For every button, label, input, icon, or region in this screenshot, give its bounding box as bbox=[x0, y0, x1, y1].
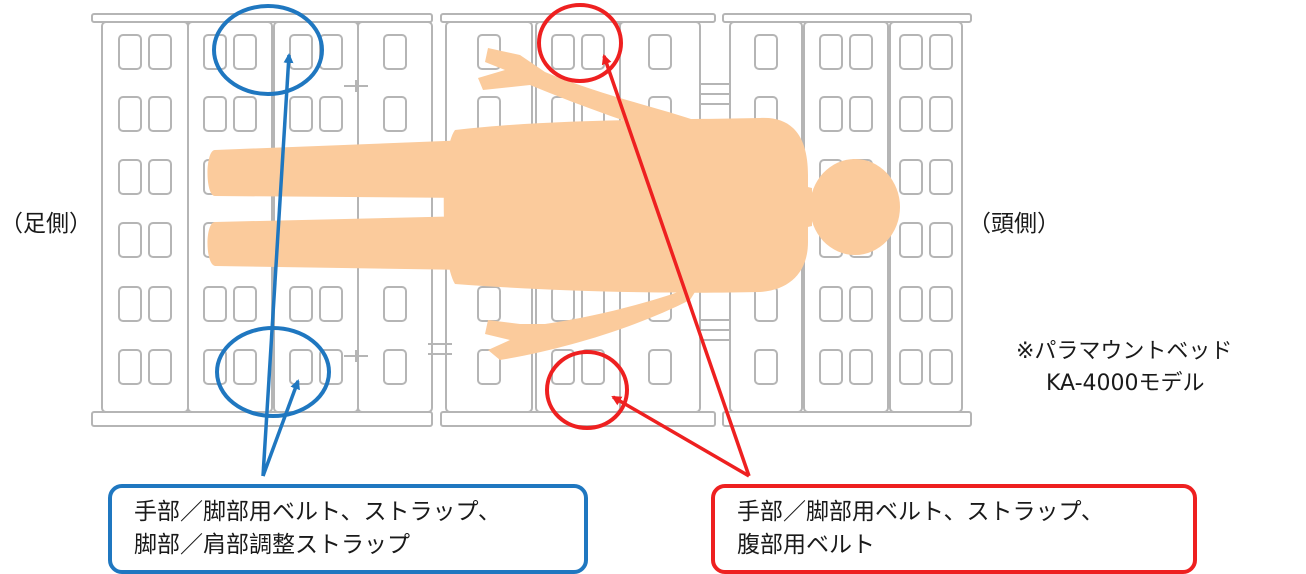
bed-diagram bbox=[91, 3, 972, 478]
bed-cushion bbox=[899, 34, 923, 70]
bed-cushion bbox=[203, 286, 227, 322]
bed-cushion bbox=[929, 96, 953, 132]
bed-cushion bbox=[319, 349, 343, 385]
bed-cushion bbox=[118, 159, 142, 195]
top-rail bbox=[440, 13, 716, 23]
bed-cushion bbox=[849, 34, 873, 70]
section-connectors bbox=[344, 80, 730, 362]
bed-cushion bbox=[118, 96, 142, 132]
model-note-line2: KA-4000モデル bbox=[1046, 371, 1205, 396]
bed-cushion bbox=[477, 96, 501, 132]
bed-cushion bbox=[551, 349, 575, 385]
bed-cushion bbox=[383, 34, 407, 70]
bed-cushion bbox=[233, 96, 257, 132]
foot-side-label: （足側） bbox=[0, 211, 92, 237]
bed-cushion bbox=[233, 349, 257, 385]
highlight-ellipse-red-top bbox=[537, 3, 623, 83]
bed-cushion bbox=[899, 349, 923, 385]
bed-cushion bbox=[929, 34, 953, 70]
bed-panel bbox=[187, 21, 273, 413]
bed-cushion bbox=[849, 349, 873, 385]
highlight-ellipse-red-bottom bbox=[545, 350, 629, 430]
bed-cushion bbox=[551, 34, 575, 70]
callout-red-line2: 腹部用ベルト bbox=[737, 532, 875, 558]
callout-blue-line1: 手部／脚部用ベルト、ストラップ、 bbox=[134, 499, 501, 525]
bed-cushion bbox=[754, 34, 778, 70]
bed-cushion bbox=[289, 34, 313, 70]
bed-cushion bbox=[203, 96, 227, 132]
bed-cushion bbox=[754, 286, 778, 322]
callout-red-line1: 手部／脚部用ベルト、ストラップ、 bbox=[737, 499, 1104, 525]
leg-lower bbox=[207, 216, 470, 270]
model-note-line1: ※パラマウントベッド bbox=[1016, 339, 1233, 364]
bed-panel bbox=[101, 21, 189, 413]
bed-cushion bbox=[319, 96, 343, 132]
bed-cushion bbox=[581, 34, 605, 70]
bed-cushion bbox=[118, 222, 142, 258]
torso-shape bbox=[443, 117, 808, 293]
bed-cushion bbox=[648, 34, 672, 70]
bed-cushion bbox=[929, 349, 953, 385]
bed-cushion bbox=[148, 159, 172, 195]
top-rail bbox=[91, 13, 433, 23]
bed-cushion bbox=[148, 96, 172, 132]
arrow-red-top bbox=[601, 54, 751, 477]
bed-cushion bbox=[929, 159, 953, 195]
bed-cushion bbox=[819, 349, 843, 385]
bed-cushion bbox=[383, 286, 407, 322]
bed-cushion bbox=[383, 349, 407, 385]
bed-cushion bbox=[148, 34, 172, 70]
callout-blue-line2: 脚部／肩部調整ストラップ bbox=[134, 532, 410, 558]
bed-cushion bbox=[148, 349, 172, 385]
head-shape bbox=[810, 159, 900, 255]
bed-cushion bbox=[849, 286, 873, 322]
bed-cushion bbox=[118, 286, 142, 322]
model-note: ※パラマウントベッド KA-4000モデル bbox=[1016, 336, 1232, 400]
bed-cushion bbox=[849, 96, 873, 132]
bed-cushion bbox=[819, 96, 843, 132]
bed-cushion bbox=[899, 286, 923, 322]
arm-lower bbox=[485, 284, 700, 360]
arrow-red-bottom bbox=[611, 395, 750, 478]
bed-cushion bbox=[899, 159, 923, 195]
bed-cushion bbox=[648, 349, 672, 385]
highlight-ellipse-blue-top bbox=[212, 4, 324, 96]
bed-cushion bbox=[148, 222, 172, 258]
arrow-blue-top bbox=[261, 53, 294, 477]
bed-cushion bbox=[929, 286, 953, 322]
bed-cushion bbox=[289, 96, 313, 132]
bed-cushion bbox=[118, 349, 142, 385]
bed-cushion bbox=[754, 349, 778, 385]
bed-cushion bbox=[203, 349, 227, 385]
bottom-rail bbox=[722, 411, 972, 427]
callout-red: 手部／脚部用ベルト、ストラップ、 腹部用ベルト bbox=[711, 484, 1197, 574]
bed-cushion bbox=[233, 286, 257, 322]
bed-cushion bbox=[929, 222, 953, 258]
bed-cushion bbox=[551, 286, 575, 322]
arm-upper bbox=[478, 48, 700, 142]
leg-upper bbox=[207, 140, 470, 198]
bed-cushion bbox=[899, 96, 923, 132]
human-silhouette bbox=[207, 48, 900, 360]
bottom-rail bbox=[440, 411, 716, 427]
bed-cushion bbox=[819, 286, 843, 322]
arrow-blue-bottom bbox=[261, 379, 300, 477]
head-side-label: （頭側） bbox=[968, 211, 1060, 237]
bed-cushion bbox=[477, 286, 501, 322]
bed-cushion bbox=[819, 34, 843, 70]
top-rail bbox=[722, 13, 972, 23]
bed-cushion bbox=[289, 349, 313, 385]
bed-panel bbox=[357, 21, 433, 413]
bed-cushion bbox=[118, 34, 142, 70]
bed-cushion bbox=[289, 286, 313, 322]
bed-cushion bbox=[148, 286, 172, 322]
bed-cushion bbox=[383, 96, 407, 132]
bed-cushion bbox=[233, 34, 257, 70]
bed-cushion bbox=[581, 349, 605, 385]
bed-cushion bbox=[319, 286, 343, 322]
callout-blue: 手部／脚部用ベルト、ストラップ、 脚部／肩部調整ストラップ bbox=[108, 484, 588, 574]
bed-cushion bbox=[899, 222, 923, 258]
